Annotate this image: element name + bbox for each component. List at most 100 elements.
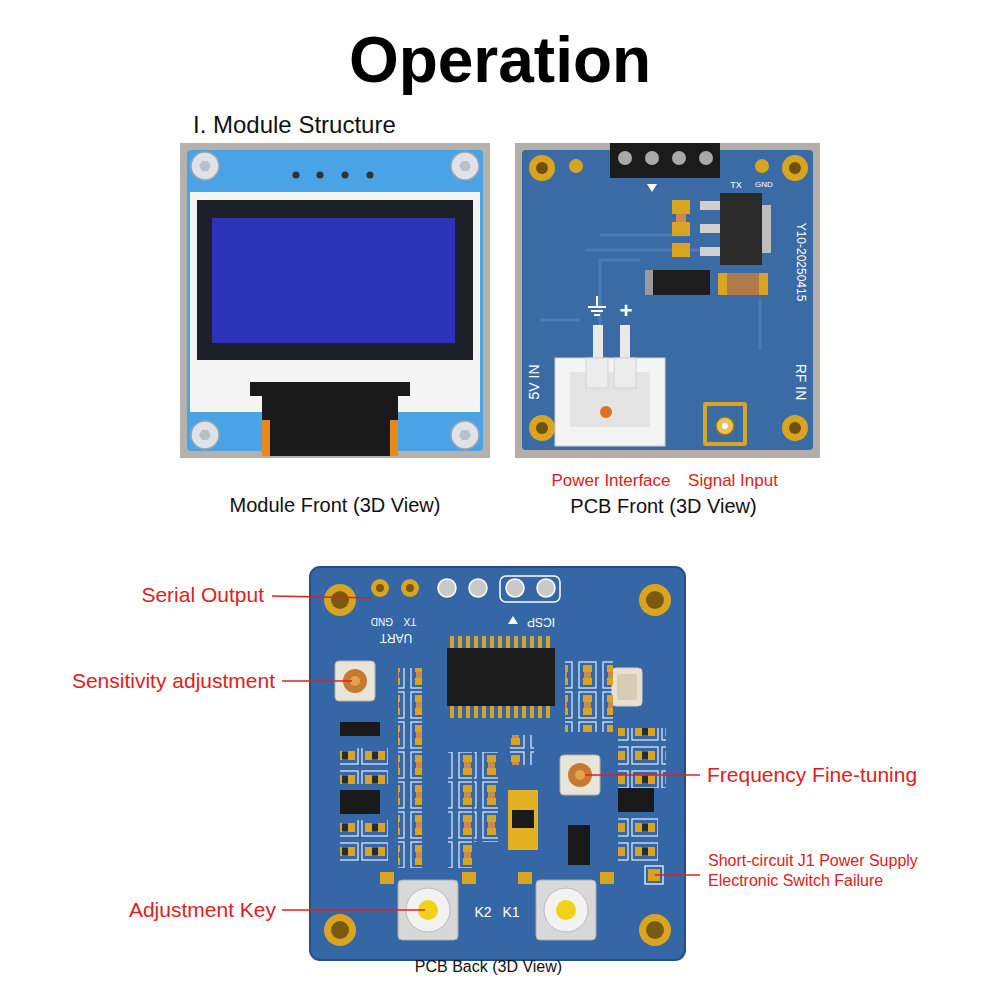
oled-module-part — [191, 421, 219, 449]
pcb-front-part — [718, 273, 768, 295]
pcb-back-part — [398, 668, 422, 868]
pcb-back-part — [617, 674, 637, 700]
silkscreen-label: ICSP — [527, 615, 555, 629]
silkscreen-label: K2 — [474, 904, 491, 921]
oled-module-part — [199, 430, 211, 440]
oled-module-part — [199, 161, 211, 171]
pcb-front-part — [782, 155, 808, 181]
pcb-front-part — [720, 193, 762, 265]
oled-module-part — [342, 172, 349, 179]
pcb-back-part — [438, 579, 456, 597]
oled-module — [180, 143, 490, 458]
pcb-front-part — [703, 402, 747, 446]
leader-lines-part — [282, 680, 352, 682]
oled-module-part — [250, 382, 410, 396]
pcb-back-part — [340, 790, 380, 814]
leader-lines — [272, 596, 700, 910]
pcb-back-part — [575, 770, 585, 780]
pcb-front-part — [614, 358, 636, 388]
pcb-front-part — [645, 270, 653, 295]
oled-module-part — [367, 172, 374, 179]
pcb-front-part — [716, 417, 734, 435]
board-view: Module Front (3D View) — [180, 143, 490, 458]
pcb-front-part — [522, 150, 813, 450]
pcb-back-part — [331, 921, 349, 939]
callout-label: Frequency Fine-tuning — [707, 762, 917, 787]
pcb-back-part — [544, 888, 588, 932]
pcb-front-part — [588, 296, 606, 315]
section-heading: I. Module Structure — [193, 111, 396, 140]
silkscreen-label: RF IN — [793, 364, 810, 401]
pcb-back-part — [508, 616, 518, 624]
view-caption: Module Front (3D View) — [230, 494, 441, 517]
callout-label: Power Interface — [551, 471, 670, 491]
pcb-back-part — [376, 584, 384, 592]
pcb-back-part — [310, 567, 685, 960]
pcb-front-part — [647, 184, 657, 192]
pcb-back-part — [568, 825, 590, 865]
pcb-front-part — [645, 151, 659, 165]
leader-lines-part — [655, 874, 700, 876]
leader-lines-part — [282, 909, 425, 911]
pcb-front-part — [722, 423, 728, 429]
silkscreen-label: GND — [371, 615, 393, 627]
pcb-front-part — [700, 224, 720, 233]
pcb-back-part — [462, 872, 476, 884]
pcb-front-part — [672, 222, 690, 236]
pcb-back-part — [537, 579, 555, 597]
oled-module-part — [197, 200, 473, 360]
oled-module-part — [191, 152, 219, 180]
callout-label: Signal Input — [688, 471, 778, 491]
pcb-back-part — [324, 584, 356, 616]
pcb-front-part — [700, 201, 720, 210]
silkscreen-label: GND — [755, 180, 773, 190]
pcb-back-part — [639, 584, 671, 616]
pcb-front-part — [762, 205, 771, 253]
pcb-back-part — [612, 668, 642, 706]
pcb-front-part — [676, 214, 686, 222]
pcb-front-part — [672, 151, 686, 165]
pcb-front-part — [529, 415, 555, 441]
pcb-back-part — [512, 810, 534, 828]
pcb-back-part — [340, 748, 388, 784]
pcb-back-part — [508, 790, 538, 850]
pcb-front-part — [586, 358, 608, 388]
pcb-back-part — [618, 728, 666, 788]
pcb-back-part — [448, 752, 472, 868]
pcb-front-part — [755, 159, 769, 173]
callout-label: Short-circuit J1 Power Supply Electronic… — [708, 851, 958, 891]
pcb-back-part — [536, 880, 596, 940]
pcb-back-part — [469, 579, 487, 597]
pcb-front-part — [707, 406, 743, 442]
pcb-back — [310, 567, 685, 960]
pcb-back-part — [406, 584, 414, 592]
pcb-back-part — [556, 900, 576, 920]
pcb-back-part — [500, 576, 560, 602]
pcb-back-part — [447, 648, 555, 706]
pcb-back-part — [380, 872, 394, 884]
pcb-front-part — [529, 155, 555, 181]
pcb-front-part — [515, 143, 820, 458]
pcb-back-part — [331, 591, 349, 609]
pcb-front-part — [672, 200, 690, 214]
view-caption: PCB Back (3D View) — [415, 958, 562, 976]
pcb-back-part — [340, 722, 380, 736]
pcb-back-part — [450, 636, 554, 648]
polarity-mark: + — [620, 298, 633, 324]
oled-module-part — [390, 420, 398, 456]
oled-module-part — [451, 421, 479, 449]
pcb-front-part — [672, 243, 690, 257]
pcb-back-part — [371, 579, 389, 597]
oled-module-part — [459, 430, 471, 440]
oled-module-part — [180, 143, 490, 458]
callout-label: Adjustment Key — [129, 897, 276, 922]
pcb-back-part — [340, 820, 388, 862]
silkscreen-label: TX — [404, 615, 417, 627]
silkscreen-label: 5V IN — [526, 364, 543, 399]
page-title: Operation — [349, 23, 651, 97]
pcb-front-part — [610, 143, 720, 178]
pcb-front — [515, 143, 820, 458]
pcb-front-part — [789, 162, 801, 174]
silkscreen-label: Y10-20250415 — [794, 223, 808, 302]
